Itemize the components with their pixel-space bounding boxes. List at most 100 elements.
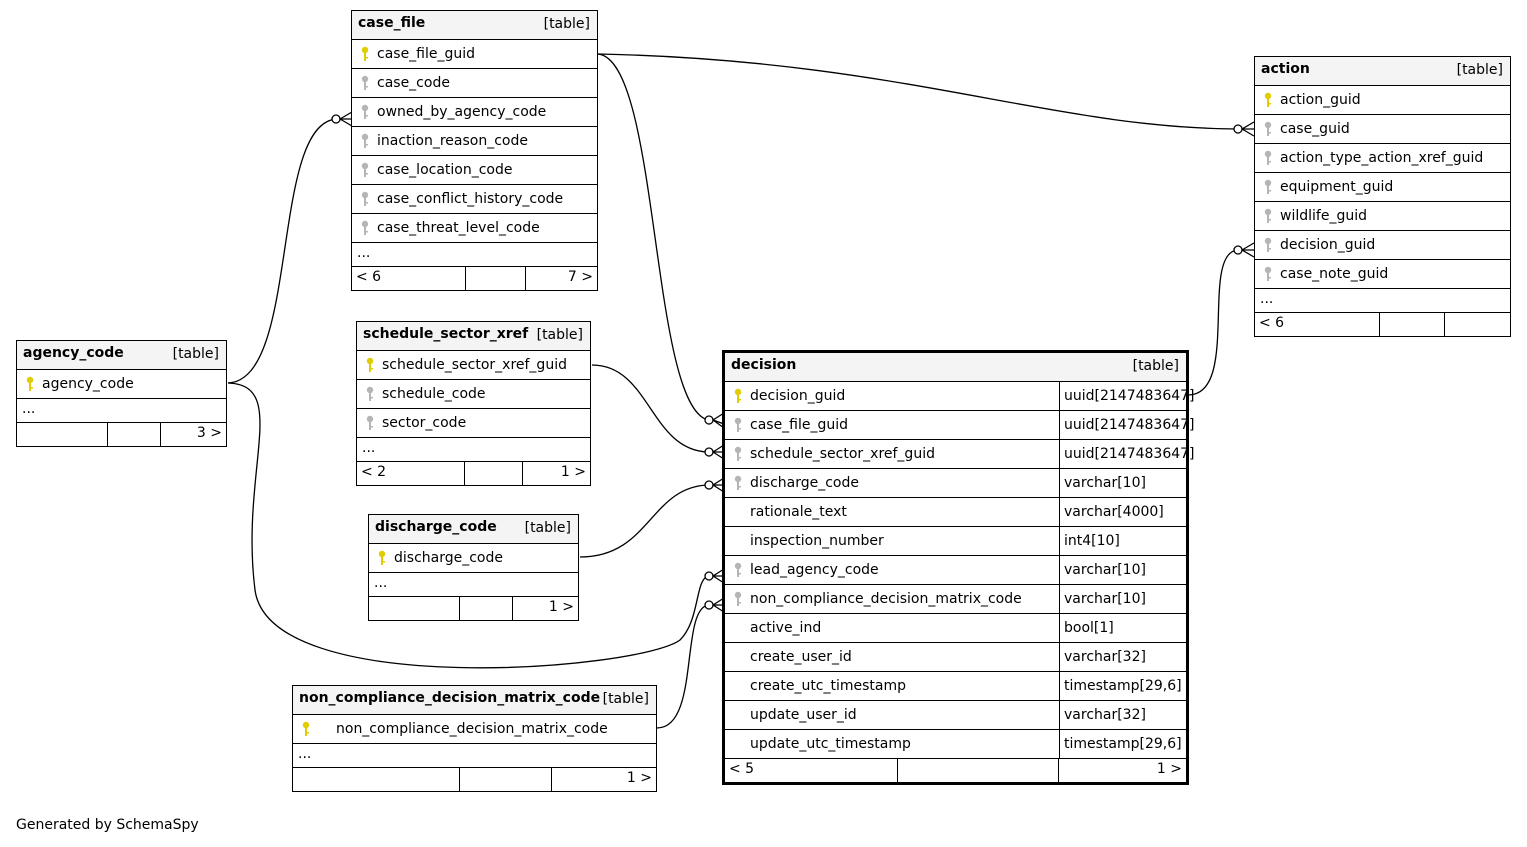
column-name: discharge_code bbox=[750, 475, 859, 491]
column-row[interactable]: agency_code bbox=[17, 370, 226, 399]
column-type: varchar[32] bbox=[1059, 701, 1146, 729]
table-nav: < 6 bbox=[1255, 313, 1510, 336]
nav-children[interactable]: 3 > bbox=[196, 425, 222, 441]
foreign-key-icon bbox=[734, 475, 742, 491]
nav-children[interactable]: 7 > bbox=[567, 269, 593, 285]
table-discharge-code[interactable]: discharge_code [table] discharge_code ..… bbox=[368, 514, 579, 621]
foreign-key-icon bbox=[366, 415, 374, 431]
nav-children[interactable]: 1 > bbox=[1156, 761, 1182, 777]
column-row[interactable]: case_conflict_history_code bbox=[352, 185, 597, 214]
column-name: decision_guid bbox=[1280, 237, 1376, 253]
nav-middle bbox=[460, 597, 513, 620]
foreign-key-icon bbox=[1264, 179, 1272, 195]
nav-parents[interactable]: < 6 bbox=[1255, 313, 1380, 336]
primary-key-icon bbox=[734, 388, 742, 404]
table-kind: [table] bbox=[1456, 62, 1503, 78]
column-row[interactable]: non_compliance_decision_matrix_code bbox=[293, 715, 656, 744]
table-header: case_file [table] bbox=[352, 11, 597, 40]
primary-key-icon bbox=[26, 376, 34, 392]
column-row[interactable]: sector_code bbox=[357, 409, 590, 438]
table-kind: [table] bbox=[172, 346, 219, 362]
no-key-spacer bbox=[734, 533, 742, 549]
column-cell: sector_code bbox=[357, 415, 466, 431]
column-row[interactable]: action_guid bbox=[1255, 86, 1510, 115]
column-row[interactable]: non_compliance_decision_matrix_code varch… bbox=[725, 585, 1186, 614]
column-name: discharge_code bbox=[394, 550, 503, 566]
column-cell: decision_guid bbox=[725, 388, 845, 404]
foreign-key-icon bbox=[361, 104, 369, 120]
column-cell: schedule_sector_xref_guid bbox=[725, 446, 935, 462]
column-row[interactable]: wildlife_guid bbox=[1255, 202, 1510, 231]
column-cell: action_guid bbox=[1255, 92, 1361, 108]
nav-children[interactable]: 1 > bbox=[560, 464, 586, 480]
column-row[interactable]: discharge_code bbox=[369, 544, 578, 573]
column-row[interactable]: update_user_id varchar[32] bbox=[725, 701, 1186, 730]
column-cell: discharge_code bbox=[369, 550, 503, 566]
nav-middle bbox=[466, 267, 526, 290]
nav-parents[interactable]: < 6 bbox=[352, 267, 466, 290]
column-name: non_compliance_decision_matrix_code bbox=[336, 721, 608, 737]
nav-parents bbox=[17, 423, 108, 446]
primary-key-icon bbox=[1264, 92, 1272, 108]
column-row[interactable]: case_threat_level_code bbox=[352, 214, 597, 243]
foreign-key-icon bbox=[1264, 237, 1272, 253]
column-row[interactable]: equipment_guid bbox=[1255, 173, 1510, 202]
nav-children[interactable]: 1 > bbox=[548, 599, 574, 615]
column-name: case_conflict_history_code bbox=[377, 191, 564, 207]
column-row[interactable]: case_code bbox=[352, 69, 597, 98]
table-schedule-sector-xref[interactable]: schedule_sector_xref [table] schedule_se… bbox=[356, 321, 591, 486]
more-columns: ... bbox=[1255, 289, 1510, 313]
column-name: update_user_id bbox=[750, 707, 857, 723]
column-row[interactable]: action_type_action_xref_guid bbox=[1255, 144, 1510, 173]
column-row[interactable]: decision_guid bbox=[1255, 231, 1510, 260]
column-row[interactable]: owned_by_agency_code bbox=[352, 98, 597, 127]
column-name: equipment_guid bbox=[1280, 179, 1394, 195]
column-row[interactable]: case_note_guid bbox=[1255, 260, 1510, 289]
column-row[interactable]: case_file_guid bbox=[352, 40, 597, 69]
column-type: varchar[10] bbox=[1059, 585, 1146, 613]
table-agency-code[interactable]: agency_code [table] agency_code ... 3 > bbox=[16, 340, 227, 447]
table-name: discharge_code bbox=[375, 519, 497, 535]
table-nav: 1 > bbox=[293, 768, 656, 791]
table-header: decision [table] bbox=[725, 353, 1186, 382]
foreign-key-icon bbox=[361, 191, 369, 207]
table-header: agency_code [table] bbox=[17, 341, 226, 370]
nav-children[interactable]: 1 > bbox=[626, 770, 652, 786]
table-kind: [table] bbox=[524, 520, 571, 536]
foreign-key-icon bbox=[361, 162, 369, 178]
footer-credit: Generated by SchemaSpy bbox=[16, 817, 199, 833]
column-row[interactable]: schedule_code bbox=[357, 380, 590, 409]
link-agency-to-decision bbox=[227, 382, 709, 669]
primary-key-icon bbox=[361, 46, 369, 62]
nav-parents[interactable]: < 2 bbox=[357, 462, 465, 485]
column-row[interactable]: inaction_reason_code bbox=[352, 127, 597, 156]
column-name: lead_agency_code bbox=[750, 562, 879, 578]
column-row[interactable]: case_location_code bbox=[352, 156, 597, 185]
column-name: non_compliance_decision_matrix_code bbox=[750, 591, 1022, 607]
foreign-key-icon bbox=[1264, 121, 1272, 137]
column-row[interactable]: schedule_sector_xref_guid bbox=[357, 351, 590, 380]
table-non-compliance-decision-matrix-code[interactable]: non_compliance_decision_matrix_code [tab… bbox=[292, 685, 657, 792]
column-cell: decision_guid bbox=[1255, 237, 1375, 253]
nav-parents[interactable]: < 5 bbox=[725, 759, 898, 782]
column-cell: case_location_code bbox=[352, 162, 513, 178]
table-nav: < 2 1 > bbox=[357, 462, 590, 485]
column-cell: case_guid bbox=[1255, 121, 1350, 137]
column-row[interactable]: case_guid bbox=[1255, 115, 1510, 144]
table-nav: < 6 7 > bbox=[352, 267, 597, 290]
